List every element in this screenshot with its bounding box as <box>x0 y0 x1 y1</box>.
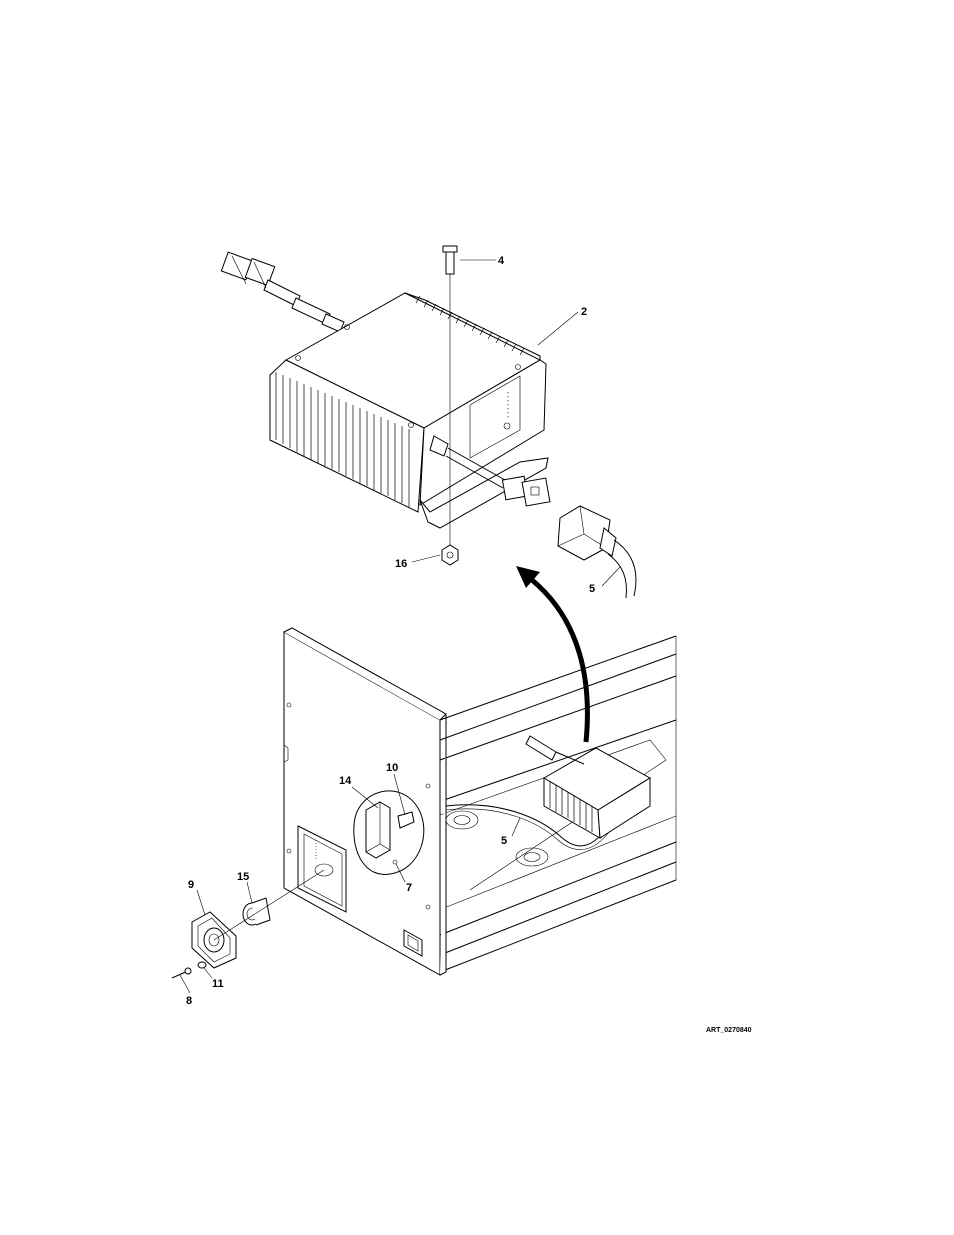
callout-11: 11 <box>212 978 224 990</box>
callout-14: 14 <box>339 775 352 787</box>
callout-2: 2 <box>581 306 587 318</box>
callout-15: 15 <box>237 871 249 883</box>
charger-in-chassis <box>526 736 650 838</box>
art-reference: ART_0270840 <box>706 1027 752 1034</box>
seal-ring-15 <box>243 898 270 925</box>
callout-8: 8 <box>186 995 192 1007</box>
callout-9: 9 <box>188 879 194 891</box>
callout-4: 4 <box>498 255 505 267</box>
curved-arrow-icon <box>516 566 587 742</box>
charger-harness-connector <box>221 252 344 332</box>
callout-7: 7 <box>406 882 412 894</box>
screw-8 <box>172 968 191 978</box>
chassis-assembly <box>284 628 676 975</box>
alignment-line <box>214 870 324 940</box>
callout-10: 10 <box>386 762 398 774</box>
ac-plug-5 <box>558 506 636 598</box>
charger-assembly <box>221 252 550 528</box>
callout-5-lower: 5 <box>501 835 507 847</box>
callout-5-upper: 5 <box>589 583 595 595</box>
washer-11 <box>198 962 206 968</box>
callout-16: 16 <box>395 558 407 570</box>
nut-16 <box>442 545 458 565</box>
